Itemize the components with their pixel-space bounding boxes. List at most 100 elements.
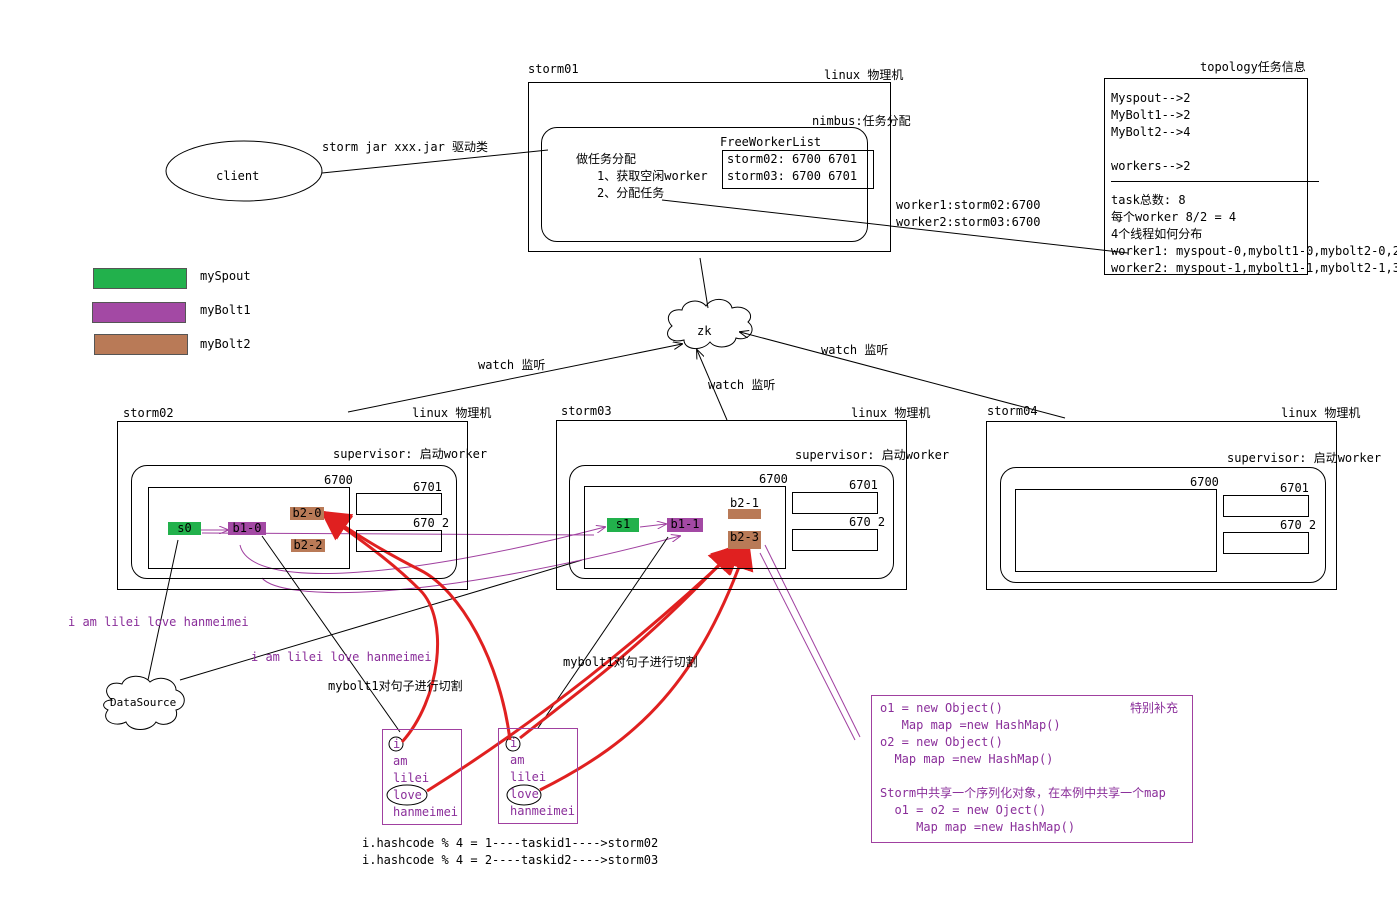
note-line: o1 = o2 = new Oject() [880,803,1047,817]
topology-line [1111,175,1397,192]
free-worker-title: FreeWorkerList [720,135,822,149]
storm04-name: storm04 [987,404,1038,418]
watch-label-3: watch 监听 [821,343,889,357]
storm02-worker-6700 [148,487,350,569]
assign-line [661,199,1129,254]
topology-line: task总数: 8 [1111,193,1186,207]
storm01-machine: linux 物理机 [824,68,904,82]
topology-box [1104,78,1308,275]
storm03-worker-6702 [792,529,878,551]
topology-line: worker2: myspout-1,mybolt1-1,mybolt2-1,3 [1111,261,1397,275]
storm02-port-6702: 670 2 [413,516,450,530]
note-title: 特别补充 [1130,701,1179,715]
note-line: o1 = new Object() [880,701,1003,715]
storm04-supervisor-box [1000,467,1326,583]
words-list-2: i am lilei love hanmeimei [510,735,575,820]
storm02-box [117,421,468,590]
datasource-cloud [103,675,185,730]
note-line: Map map =new HashMap() [880,752,1054,766]
storm02-supervisor-box [131,465,457,579]
storm03-name: storm03 [561,404,612,418]
note-line [880,768,1166,785]
storm02-name: storm02 [123,406,174,420]
legend-swatch-bolt2 [94,334,188,355]
word-item: am [510,753,525,767]
topology-line: 4个线程如何分布 [1111,227,1203,241]
datasource-label: DataSource [110,696,177,709]
storm01-box [528,82,891,252]
word-item: i [510,736,518,750]
storm01-name: storm01 [528,62,579,76]
free-worker-2: storm03: 6700 6701 [727,169,858,183]
storm03-worker-6700 [584,486,786,569]
task-b1-0: b1-0 [228,522,266,535]
storm04-port-6701: 6701 [1280,481,1309,495]
words-list-1: i am lilei love hanmeimei [393,736,458,821]
storm04-worker-6701 [1223,495,1309,517]
task-b2-2: b2-2 [291,539,325,552]
nimbus-label: nimbus:任务分配 [812,114,911,128]
topology-divider [1111,181,1319,182]
zk-label: zk [697,324,712,338]
word-item: hanmeimei [393,805,459,819]
storm04-worker-6700 [1015,489,1217,572]
hash-line-1: i.hashcode % 4 = 1----taskid1---->storm0… [362,836,659,850]
storm03-worker-6701 [792,492,878,514]
storm04-supervisor: supervisor: 启动worker [1227,451,1382,465]
task-title: 做任务分配 [576,152,637,166]
note-line: o2 = new Object() [880,735,1003,749]
storm02-port-6700: 6700 [324,473,353,487]
word-item: lilei [510,770,547,784]
assign-worker2: worker2:storm03:6700 [896,215,1041,229]
storm02-worker-6702 [356,530,442,552]
storm02-machine: linux 物理机 [412,406,492,420]
task-b1-1: b1-1 [667,518,703,532]
legend-label-bolt1: myBolt1 [200,303,251,317]
topology-line: MyBolt2-->4 [1111,125,1191,139]
client-ellipse [165,140,323,202]
task-b2-0: b2-0 [290,507,324,520]
storm04-port-6700: 6700 [1190,475,1219,489]
step2: 2、分配任务 [597,186,665,200]
zk-cloud [667,299,753,349]
topology-lines: Myspout-->2 MyBolt1-->2 MyBolt2-->4 work… [1111,90,1397,280]
task-s0: s0 [168,522,201,535]
word-item: lilei [393,771,430,785]
storm04-worker-6702 [1223,532,1309,554]
word-item: love [510,787,539,801]
topology-title: topology任务信息 [1200,60,1306,74]
client-label: client [216,169,260,183]
legend-label-spout: mySpout [200,269,251,283]
hash-line-2: i.hashcode % 4 = 2----taskid2---->storm0… [362,853,659,867]
free-worker-list [722,150,874,189]
note-lines: o1 = new Object() Map map =new HashMap()… [880,700,1166,836]
storm04-port-6702: 670 2 [1280,518,1317,532]
legend-swatch-spout [93,268,187,289]
storm02-supervisor: supervisor: 启动worker [333,447,488,461]
split-label-1: mybolt1对句子进行切割 [328,679,463,693]
storm03-port-6702: 670 2 [849,515,886,529]
word-item: love [393,788,422,802]
task-b2-3: b2-3 [728,531,761,549]
topology-line: 每个worker 8/2 = 4 [1111,210,1237,224]
storm04-box [986,421,1337,590]
watch-label-2: watch 监听 [708,378,776,392]
note-line: Map map =new HashMap() [880,718,1061,732]
nimbus-box [541,127,868,242]
storm04-machine: linux 物理机 [1281,406,1361,420]
step1: 1、获取空闲worker [597,169,708,183]
storm02-worker-6701 [356,493,442,515]
storm03-port-6701: 6701 [849,478,878,492]
storm03-machine: linux 物理机 [851,406,931,420]
topology-line: worker1: myspout-0,mybolt1-0,mybolt2-0,2 [1111,244,1397,258]
word-item: am [393,754,408,768]
note-line: Map map =new HashMap() [880,820,1076,834]
topology-line: workers-->2 [1111,159,1191,173]
legend-label-bolt2: myBolt2 [200,337,251,351]
storm03-supervisor-box [569,465,894,579]
client-command: storm jar xxx.jar 驱动类 [322,140,489,154]
word-item: hanmeimei [510,804,576,818]
words-box-2 [498,728,578,824]
client-submit-line [321,149,549,174]
topology-line: MyBolt1-->2 [1111,108,1191,122]
